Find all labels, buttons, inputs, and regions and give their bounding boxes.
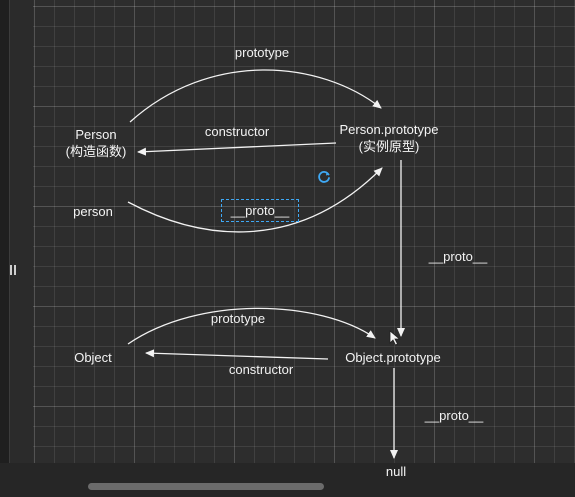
horizontal-scrollbar[interactable]	[88, 483, 324, 490]
canvas-grid	[33, 0, 575, 463]
edge-label-constructor-top[interactable]: constructor	[204, 124, 270, 139]
node-label: Person	[75, 127, 117, 142]
node-person-instance[interactable]: person	[62, 203, 124, 220]
edge-prototype-bottom[interactable]	[127, 307, 376, 345]
node-sublabel: (构造函数)	[65, 144, 127, 159]
left-panel-strip	[0, 0, 10, 497]
edge-constructor-bottom[interactable]	[145, 349, 329, 360]
edge-label-proto-right[interactable]: __proto__	[428, 249, 488, 264]
edge-label-prototype-bottom[interactable]: prototype	[210, 311, 266, 326]
node-label: Object	[74, 350, 112, 365]
edge-proto-person[interactable]	[127, 167, 383, 233]
mouse-cursor-icon	[389, 330, 401, 346]
node-null[interactable]: null	[376, 463, 416, 480]
node-sublabel: (实例原型)	[358, 139, 420, 154]
node-person-prototype[interactable]: Person.prototype (实例原型)	[328, 121, 450, 155]
diagram-edges	[127, 69, 405, 459]
refresh-icon[interactable]	[316, 169, 332, 185]
node-object-constructor[interactable]: Object	[62, 349, 124, 366]
node-person-constructor[interactable]: Person (构造函数)	[56, 126, 136, 160]
edge-label-prototype-top[interactable]: prototype	[234, 45, 290, 60]
edge-label-constructor-bottom[interactable]: constructor	[228, 362, 294, 377]
panel-resize-handle[interactable]	[10, 265, 16, 275]
selected-label-box[interactable]	[221, 199, 299, 222]
edge-label-proto-person[interactable]: __proto__	[230, 203, 290, 218]
diagram-canvas[interactable]	[33, 0, 575, 463]
edge-prototype-top[interactable]	[129, 69, 382, 123]
edge-constructor-top[interactable]	[137, 142, 337, 156]
node-label: null	[385, 464, 407, 479]
node-label: Person.prototype	[339, 122, 439, 137]
bottom-bar	[0, 463, 575, 497]
node-label: person	[73, 204, 113, 219]
node-label: Object.prototype	[345, 350, 441, 365]
edge-label-proto-bottom[interactable]: __proto__	[424, 408, 484, 423]
node-object-prototype[interactable]: Object.prototype	[334, 349, 452, 366]
